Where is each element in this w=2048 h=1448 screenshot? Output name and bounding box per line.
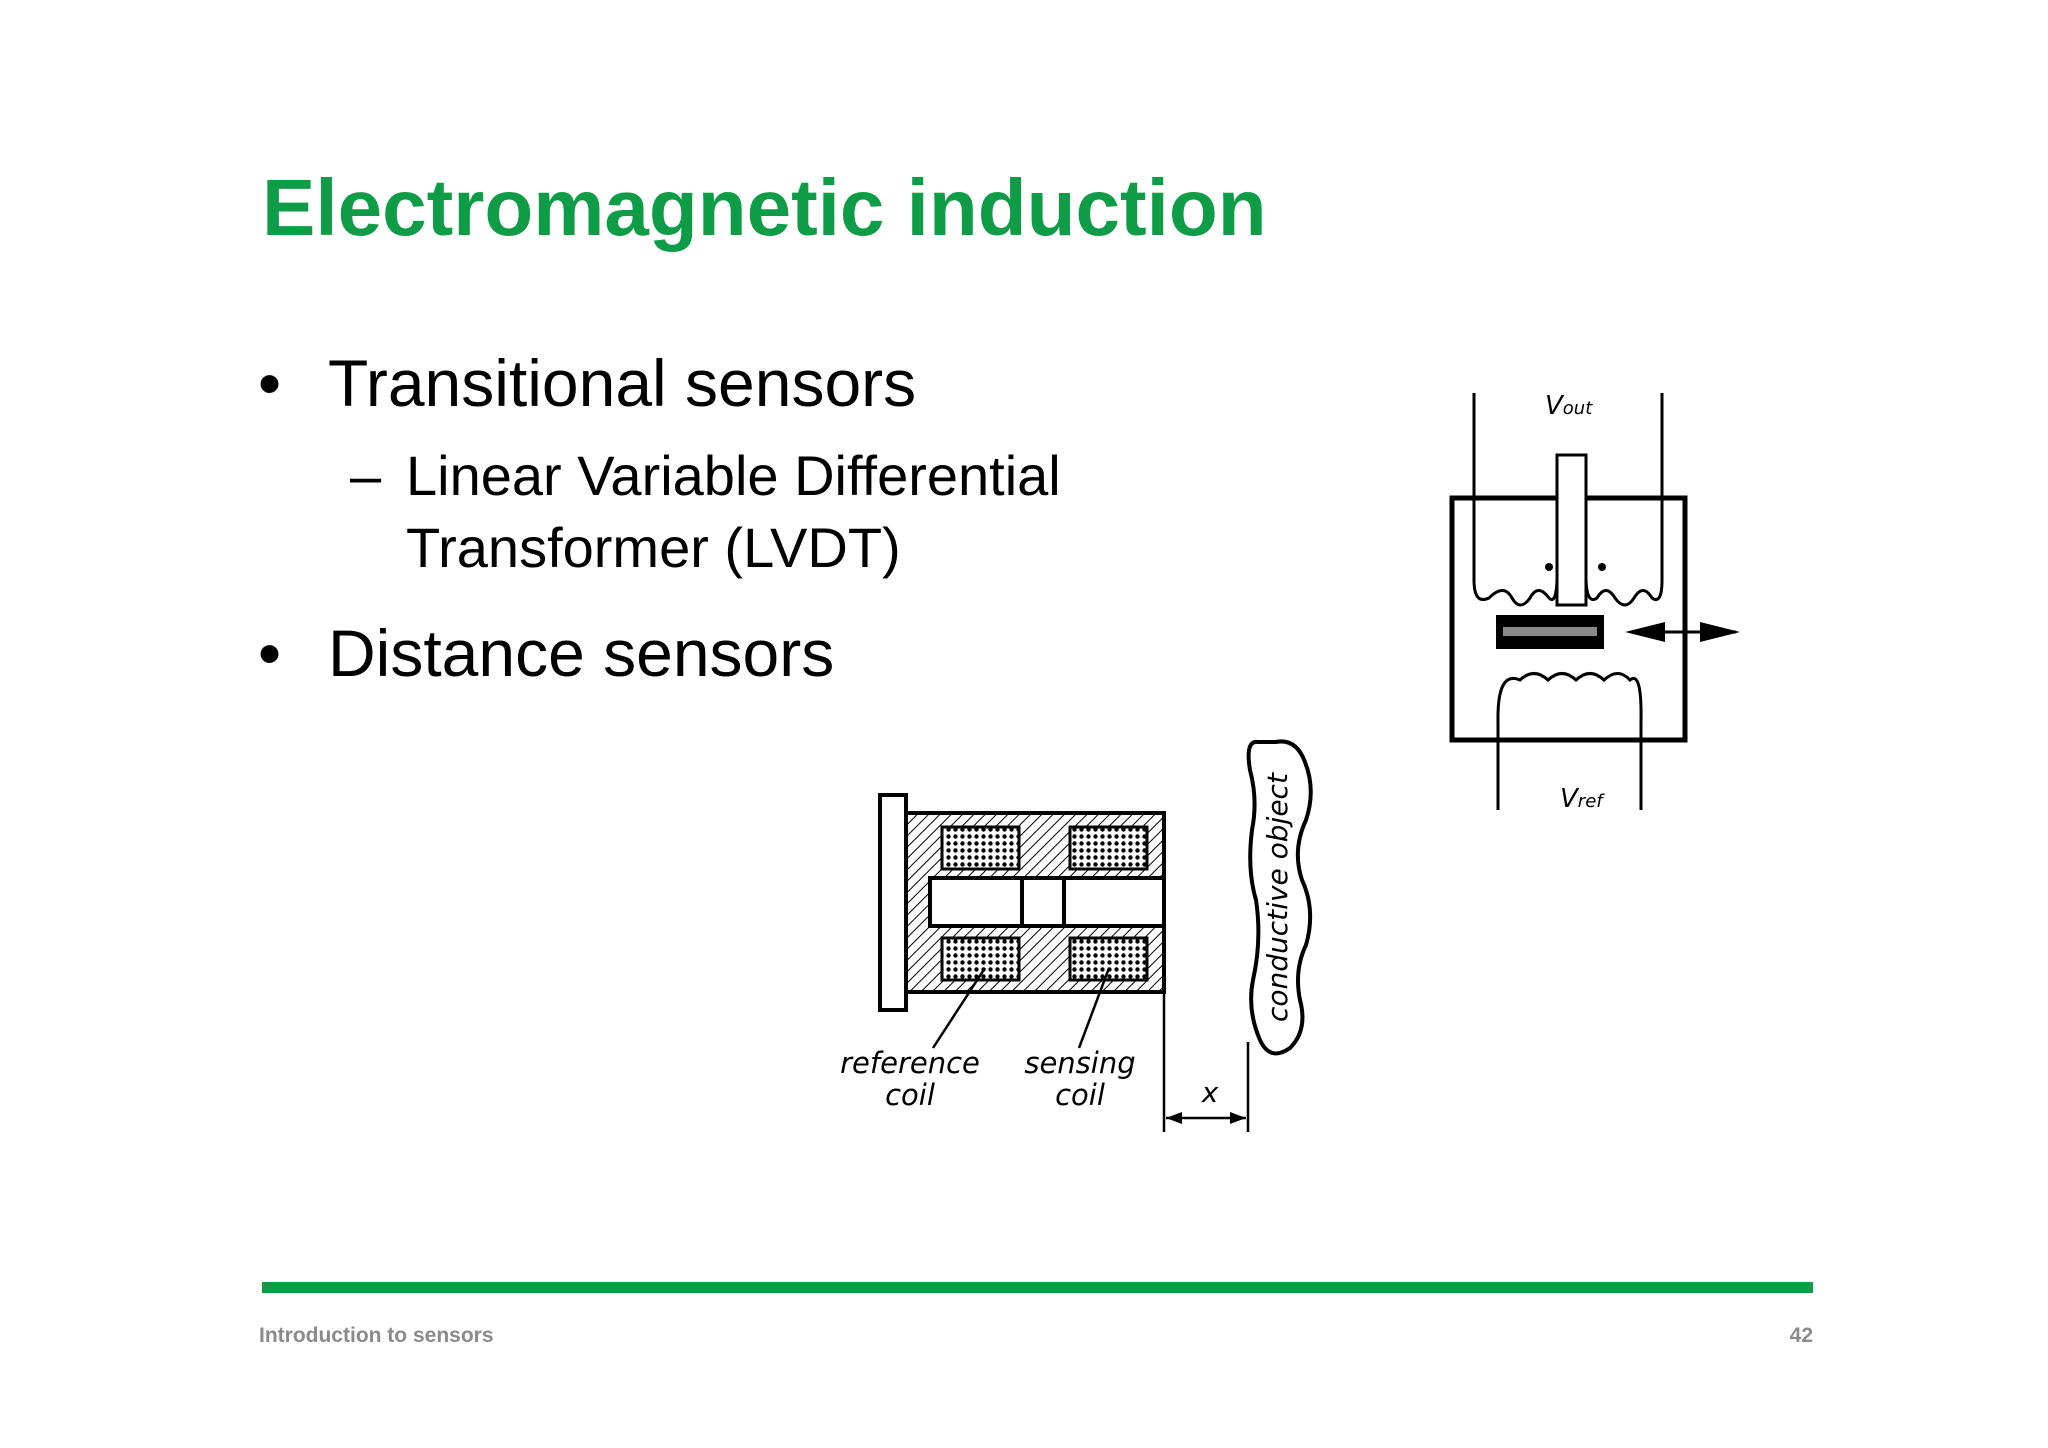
sub-bullet-line-1: Linear Variable Differential xyxy=(406,444,1061,507)
sensing-coil-label-2: coil xyxy=(1055,1078,1105,1112)
vout-label: Vout xyxy=(1545,391,1593,421)
conductive-object-label: conductive object xyxy=(1261,772,1294,1022)
bullet-marker: • xyxy=(258,346,282,420)
slide-title: Electromagnetic induction xyxy=(262,163,1267,252)
reference-coil-label-2: coil xyxy=(885,1078,935,1112)
lvdt-diagram: Vout Vref xyxy=(1449,391,1740,814)
bullet-text: Transitional sensors xyxy=(328,346,917,420)
sensing-coil-label-1: sensing xyxy=(1024,1046,1135,1080)
gap-x-label: x xyxy=(1201,1076,1219,1109)
reference-coil-label-1: reference xyxy=(840,1046,980,1080)
page-number: 42 xyxy=(1789,1324,1813,1347)
bullet-marker: • xyxy=(258,616,282,690)
distance-sensor-diagram: conductive object reference coil sensing… xyxy=(840,739,1313,1132)
bullet-text: Distance sensors xyxy=(328,616,835,690)
sub-bullet-line-2: Transformer (LVDT) xyxy=(406,516,901,579)
vref-label: Vref xyxy=(1560,784,1605,814)
footer-course-title: Introduction to sensors xyxy=(259,1324,494,1347)
sub-bullet-marker: – xyxy=(350,444,382,507)
footer-rule xyxy=(262,1282,1813,1293)
